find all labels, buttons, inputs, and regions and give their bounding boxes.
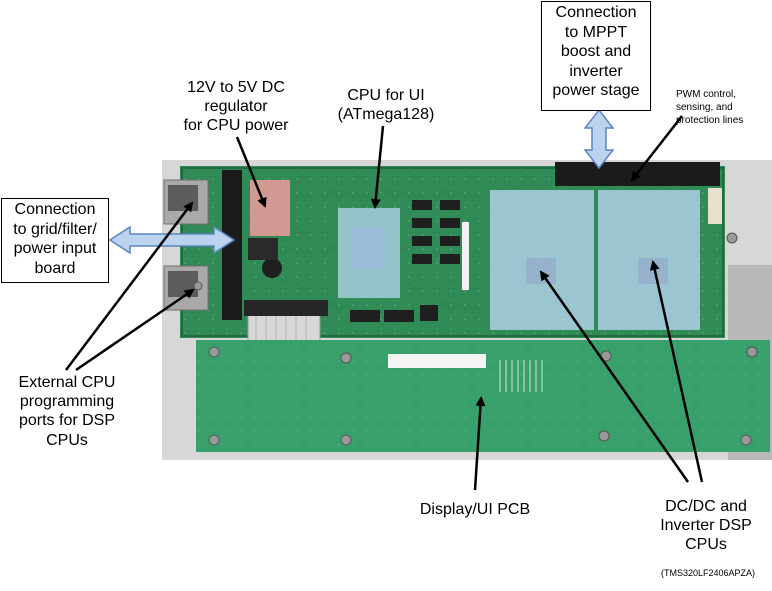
grid-line-3: power input <box>13 240 97 258</box>
mppt-line-3: boost and <box>560 43 632 61</box>
pwm-line-2: sensing, and <box>676 102 733 113</box>
ext-cpu-line-2: programming <box>19 393 115 411</box>
mppt-line-4: inverter <box>569 62 623 80</box>
ui-cpu-line-2: (ATmega128) <box>337 106 435 124</box>
dsp-line-2: Inverter DSP <box>660 517 752 535</box>
pwm-arrow <box>630 115 683 182</box>
regulator-line-3: for CPU power <box>183 117 289 135</box>
dsp-label: DC/DC and Inverter DSP CPUs <box>640 497 772 555</box>
ui-cpu-arrow <box>370 125 385 209</box>
grid-line-1: Connection <box>14 201 96 218</box>
pwm-line-3: protection lines <box>676 115 744 126</box>
ext-port-arrow-bottom <box>75 288 195 372</box>
mppt-line-2: to MPPT <box>564 23 628 41</box>
ext-cpu-line-3: ports for DSP <box>18 412 116 430</box>
grid-line-2: to grid/filter/ <box>13 220 97 238</box>
grid-connection-label: Connection to grid/filter/ power input b… <box>1 198 109 283</box>
dsp-arrow-2 <box>649 260 704 483</box>
regulator-arrow <box>235 136 267 208</box>
ui-cpu-line-1: CPU for UI <box>347 87 425 104</box>
mppt-line-5: power stage <box>552 82 640 100</box>
regulator-label: 12V to 5V DC regulator for CPU power <box>168 78 304 136</box>
ext-cpu-label: External CPU programming ports for DSP C… <box>4 373 130 450</box>
regulator-chip <box>250 180 290 236</box>
mppt-connection-arrow <box>583 108 615 170</box>
ext-cpu-line-1: External CPU <box>18 374 116 391</box>
mppt-connection-label: Connection to MPPT boost and inverter po… <box>541 1 651 111</box>
grid-line-4: board <box>34 259 76 277</box>
display-arrow <box>473 396 486 491</box>
ext-cpu-line-4: CPUs <box>46 431 88 449</box>
grid-connection-arrow <box>108 225 236 255</box>
display-label: Display/UI PCB <box>419 501 531 518</box>
part-number-label: (TMS320LF2406APZA) <box>660 568 756 578</box>
dsp-arrow-1 <box>539 270 690 483</box>
mppt-line-1: Connection <box>555 4 637 21</box>
pwm-label: PWM control, sensing, and protection lin… <box>676 88 768 127</box>
ui-cpu-label: CPU for UI (ATmega128) <box>326 86 446 124</box>
pwm-line-1: PWM control, <box>676 89 737 100</box>
dsp-line-1: DC/DC and <box>665 498 747 515</box>
dsp-line-3: CPUs <box>685 536 727 554</box>
ext-port-arrow-top <box>65 201 194 371</box>
regulator-line-2: regulator <box>204 98 268 116</box>
pin-header <box>222 170 242 320</box>
regulator-line-1: 12V to 5V DC <box>187 79 285 96</box>
